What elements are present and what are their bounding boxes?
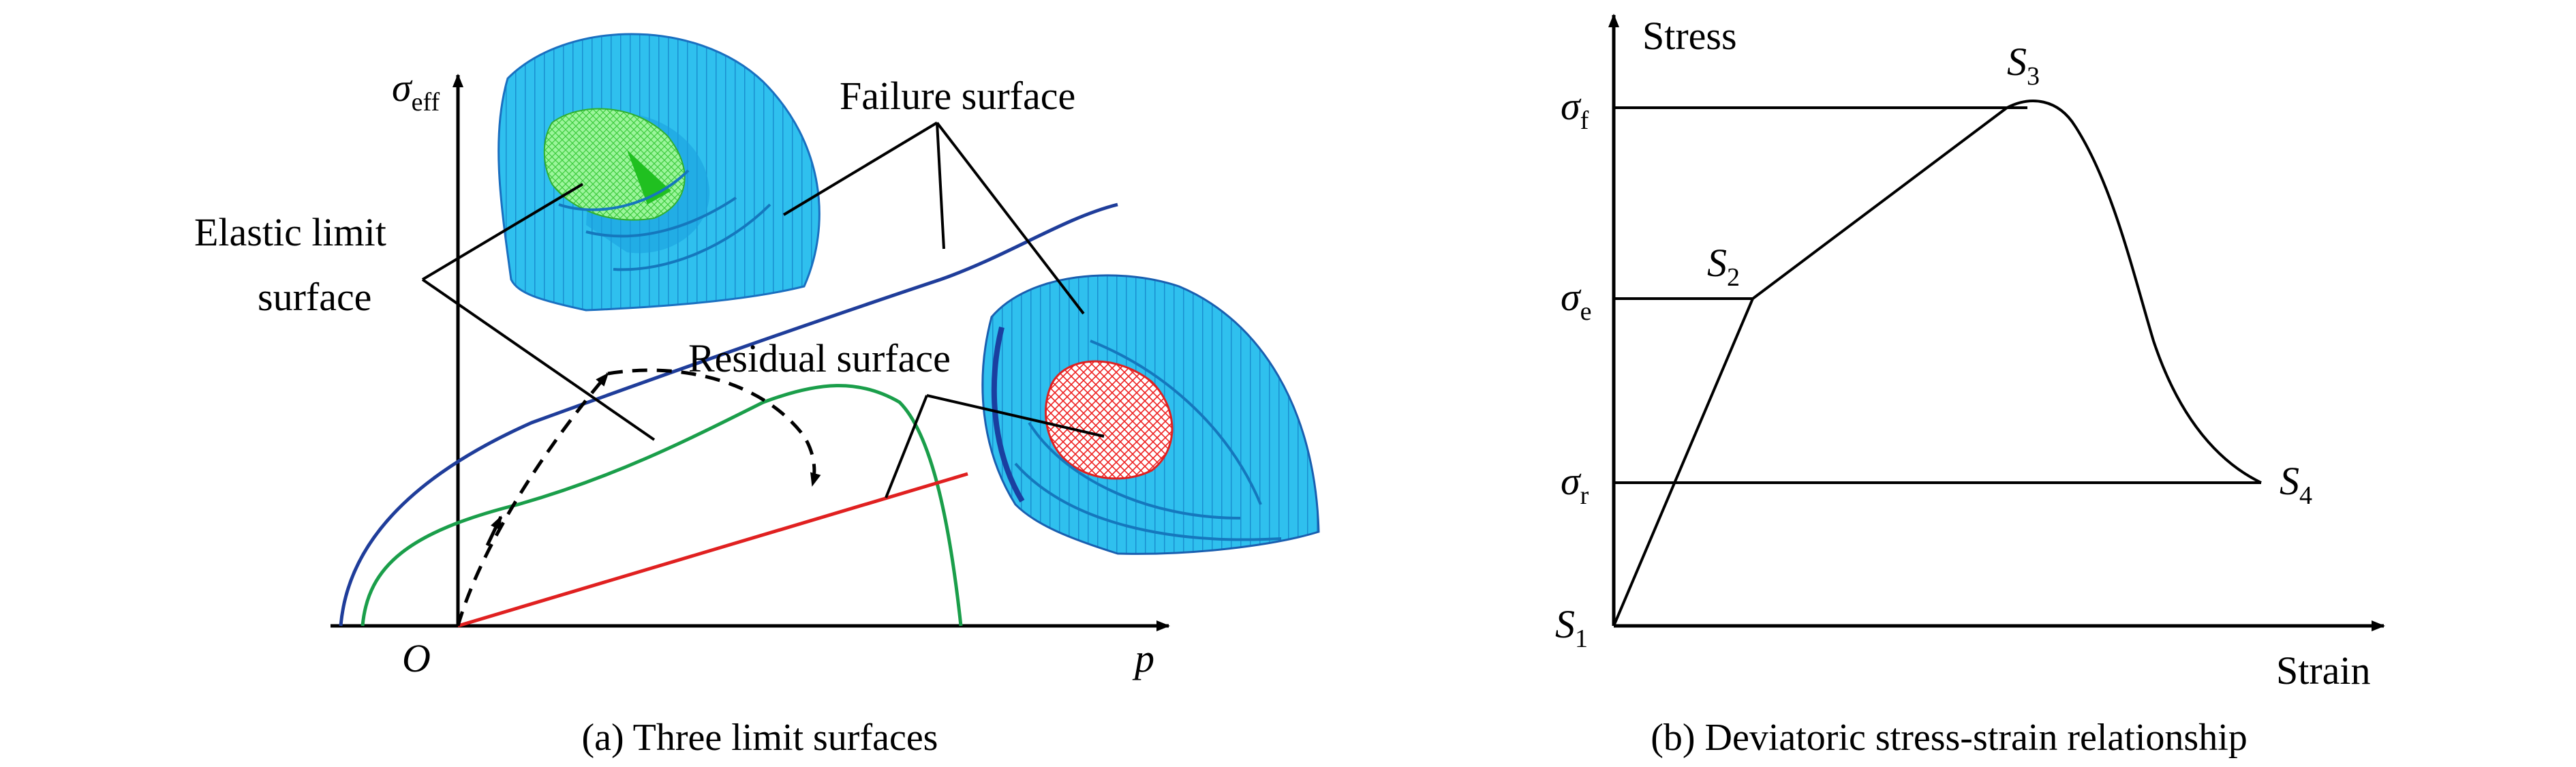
a-y-axis-label: σeff [392,65,440,117]
caption-b: (b) Deviatoric stress-strain relationshi… [1651,717,2248,759]
residual-leader-1 [885,395,928,498]
sigma-r-label: σr [1561,459,1589,510]
point-s3-label: S3 [2007,40,2040,91]
failure-curve [339,202,1118,627]
residual-surface-label: Residual surface [688,336,951,380]
elastic-limit-label-line1: Elastic limit [194,210,386,254]
load-path-dashed [456,372,609,627]
stress-strain-curve [1612,100,2262,627]
failure-leader-2 [936,122,945,250]
residual-inner-surface [1045,360,1174,480]
b-x-axis-label: Strain [2276,648,2371,693]
sigma-f-label: σf [1561,84,1589,135]
b-y-axis-label: Stress [1642,14,1737,58]
caption-a: (a) Three limit surfaces [582,717,938,759]
panel-b: Stress Strain σf σe σr S1 S2 S3 S4 [1555,14,2385,759]
a-origin-label: O [402,636,431,680]
failure-leader-3 [936,121,1085,315]
residual-leader-2 [926,394,1105,438]
elastic-limit-label-line2: surface [258,275,371,319]
failure-surface-label: Failure surface [840,74,1075,118]
failure-surface-3d-upper [497,33,821,312]
point-s1-label: S1 [1555,602,1588,653]
sigma-e-label: σe [1561,275,1591,326]
a-y-axis-subscript: eff [412,88,440,117]
elastic-limit-curve [361,384,963,627]
failure-surface-3d-lower [981,274,1320,555]
softening-path-dashed [607,368,821,487]
elastic-leader-2 [421,278,656,441]
point-s2-label: S2 [1707,241,1740,292]
a-x-axis-label: p [1132,636,1154,680]
elastic-leader-1 [421,183,584,281]
load-path-arrow-mid [485,515,503,547]
point-s4-label: S4 [2280,459,2312,510]
panel-a: σeff p O Failure surface [194,33,1320,759]
residual-line [457,472,968,628]
failure-leader-1 [782,121,938,216]
